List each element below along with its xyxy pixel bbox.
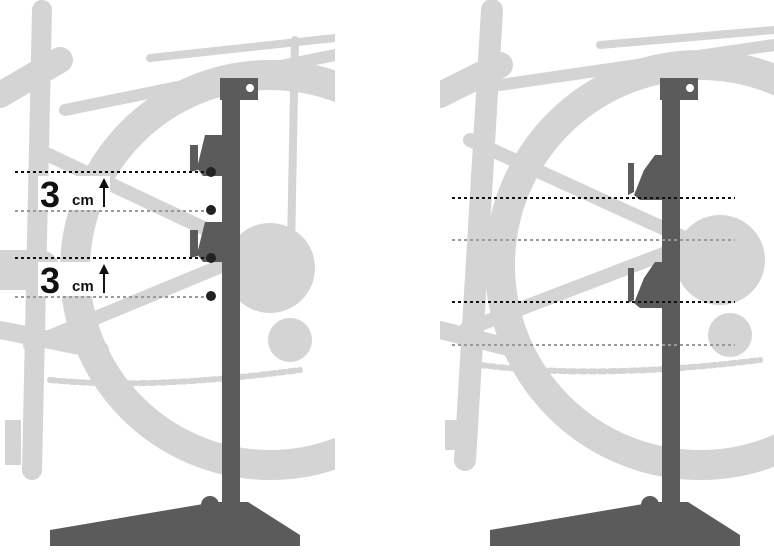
increment-unit: cm	[72, 192, 94, 209]
stand-top-cap	[660, 78, 698, 100]
lower-hook	[634, 262, 662, 308]
left-panel: 3 cm 3 cm	[0, 0, 335, 546]
rear-hub-right	[445, 215, 765, 450]
increment-unit: cm	[72, 278, 94, 295]
top-cap-hole	[686, 84, 694, 92]
bike-stand-right	[490, 78, 740, 546]
height-guides-right	[452, 197, 735, 346]
height-annotation-upper: 3 cm	[38, 174, 110, 215]
height-guides-left	[15, 171, 205, 298]
increment-number: 3	[40, 260, 60, 301]
height-annotation-lower: 3 cm	[38, 260, 110, 301]
bicycle-silhouette-right	[440, 0, 774, 480]
right-panel	[440, 0, 774, 546]
lower-hook	[197, 222, 222, 262]
rear-hub-left	[5, 223, 315, 465]
stand-top-cap	[220, 78, 258, 100]
upper-hook	[197, 135, 222, 176]
stand-brace	[620, 500, 672, 530]
stand-base	[50, 502, 300, 546]
upper-hook	[634, 155, 662, 200]
stand-pole	[222, 80, 240, 542]
rear-wheel	[485, 50, 774, 480]
stand-base	[490, 502, 740, 546]
stand-brace	[180, 500, 232, 530]
bike-stand-left	[50, 78, 300, 546]
increment-number: 3	[40, 174, 60, 215]
top-cap-hole	[246, 84, 254, 92]
stand-pole	[662, 80, 680, 542]
